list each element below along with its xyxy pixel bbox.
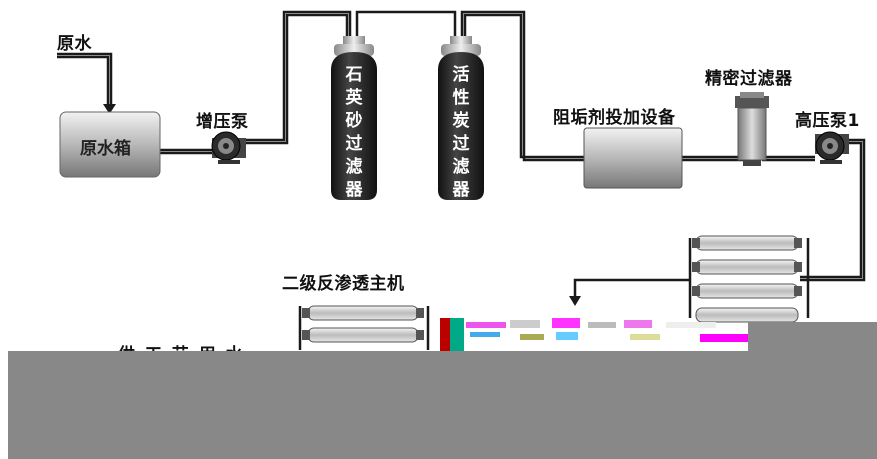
activated-carbon-filter bbox=[438, 36, 484, 200]
quartz-filter-label: 石英砂过滤器 bbox=[345, 65, 363, 200]
secondary-ro-label: 二级反渗透主机 bbox=[282, 274, 405, 294]
precision-filter bbox=[735, 92, 769, 166]
occluded-region-top bbox=[748, 322, 877, 352]
raw-water-arrow bbox=[103, 104, 116, 114]
raw-water-tank-label: 原水箱 bbox=[80, 139, 131, 159]
secondary-ro-membrane-stack bbox=[302, 305, 424, 343]
carbon-filter-label: 活性炭过滤器 bbox=[452, 65, 470, 200]
occluded-region bbox=[8, 351, 877, 459]
raw-water-label: 原水 bbox=[57, 34, 92, 54]
antiscalant-label: 阻垢剂投加设备 bbox=[553, 108, 676, 128]
raw-water-tank bbox=[59, 111, 161, 178]
precision-filter-label: 精密过滤器 bbox=[705, 69, 793, 89]
high-pressure-pump-icon bbox=[815, 131, 849, 164]
high-pressure-pump-label: 高压泵1 bbox=[795, 111, 860, 131]
quartz-sand-filter bbox=[331, 36, 377, 200]
pipes bbox=[57, 10, 866, 350]
booster-pump-icon bbox=[211, 131, 246, 164]
antiscalant-dosing-unit bbox=[583, 127, 683, 189]
corrupted-image-strip bbox=[440, 318, 748, 352]
booster-pump-label: 增压泵 bbox=[196, 112, 249, 132]
primary-ro-membrane-stack bbox=[692, 235, 802, 323]
ro-feed-arrow bbox=[569, 296, 581, 306]
